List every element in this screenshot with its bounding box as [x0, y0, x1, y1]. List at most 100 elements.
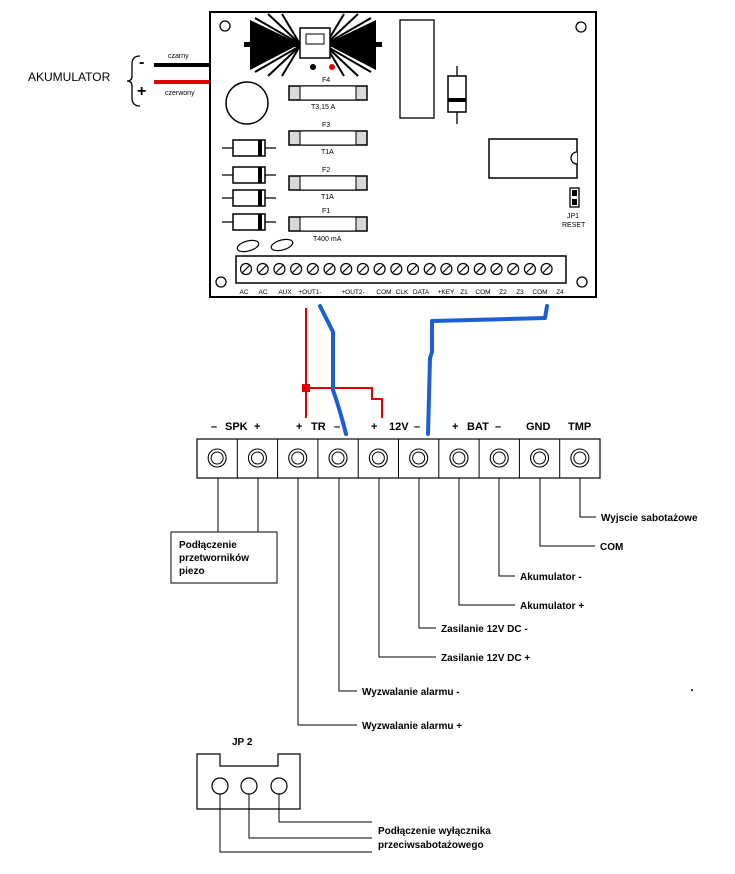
terminal-label: +OUT1-: [298, 289, 321, 296]
terminal-label: +OUT2-: [341, 289, 364, 296]
siren-terminal: [328, 448, 348, 468]
wires: [302, 304, 549, 436]
mounting-hole: [215, 276, 227, 288]
header-spk-plus: +: [254, 421, 260, 433]
diode-icon: [222, 189, 276, 207]
terminal-screw: [239, 262, 253, 276]
terminal-label: Z3: [516, 289, 524, 296]
callout-tamper-output: Wyjscie sabotażowe: [601, 513, 698, 524]
diode-icon: [222, 213, 276, 231]
battery-plus-sign: +: [137, 83, 146, 100]
fuse-f1: F1 T400 mA: [288, 208, 368, 243]
piezo-box-line-3: piezo: [179, 566, 205, 577]
battery-minus-sign: -: [139, 54, 144, 71]
leader-trigger-plus: [297, 478, 357, 726]
terminal-label: COM: [376, 289, 391, 296]
header-spk-minus: –: [211, 421, 217, 433]
fuse-f3: F3 T1A: [288, 122, 368, 156]
header-12v-plus: +: [371, 421, 377, 433]
piezo-box-outline: [170, 531, 278, 584]
terminal-screw: [323, 262, 336, 276]
jp2-leader: [278, 794, 372, 823]
jp2-pin: [270, 777, 288, 795]
siren-terminal: [247, 448, 268, 468]
jp2-pin: [211, 777, 229, 795]
blue-wire-com: [426, 304, 549, 436]
led-icon: [270, 238, 294, 252]
siren-terminal: [368, 448, 388, 468]
terminal-screw: [440, 262, 453, 276]
siren-terminal: [529, 448, 550, 468]
header-tr-minus: –: [334, 421, 340, 433]
fuse-f2: F2 T1A: [288, 167, 368, 201]
terminal-screw: [473, 262, 486, 276]
red-wire: [154, 80, 213, 84]
terminal-label: CLK: [396, 289, 409, 296]
piezo-box-line-2: przetworników: [179, 553, 249, 564]
jumper-jp1-name: JP1: [567, 213, 579, 220]
blue-wire-out1-minus: [318, 304, 348, 436]
siren-terminal: [207, 448, 227, 468]
buzzer-icon: [225, 81, 269, 125]
fuse-f2-rating: T1A: [321, 194, 334, 201]
terminal-label: Z1: [460, 289, 468, 296]
siren-terminal: [288, 448, 308, 468]
callout-com: COM: [600, 542, 623, 553]
header-spk: SPK: [225, 421, 248, 433]
callout-trigger-minus: Wyzwalanie alarmu -: [362, 687, 460, 698]
fuse-f1-rating: T400 mA: [313, 236, 342, 243]
header-bat-minus: –: [495, 421, 501, 433]
terminal-screw: [490, 262, 503, 276]
chip-icon: [488, 138, 578, 179]
header-bat: BAT: [467, 421, 489, 433]
jp2-connector[interactable]: JP 2 Podłączenie wyłącznika przeciwsabot…: [196, 737, 491, 853]
fuse-f3-name: F3: [322, 122, 330, 129]
terminal-screw: [306, 262, 319, 276]
siren-terminal: [409, 448, 429, 468]
leader-com: [539, 478, 595, 547]
callout-battery-minus: Akumulator -: [520, 572, 582, 583]
fuse-f4-rating: T3,15 A: [311, 104, 335, 111]
relay-icon: [399, 19, 435, 119]
siren-terminal: [449, 448, 469, 468]
capacitor-icon: [447, 66, 467, 124]
red-wire-label: czerwony: [165, 90, 195, 97]
siren-terminal: [489, 448, 509, 468]
mounting-hole: [575, 21, 587, 33]
terminal-label: COM: [532, 289, 547, 296]
jp2-caption-line-1: Podłączenie wyłącznika: [378, 826, 491, 837]
header-tr-plus: +: [296, 421, 302, 433]
black-terminal-dot: [310, 64, 316, 70]
terminal-screw: [390, 262, 403, 276]
leader-battery-plus: [458, 478, 515, 606]
header-tr: TR: [311, 421, 326, 433]
terminal-screw: [507, 262, 520, 276]
red-wire-branch: [306, 387, 383, 418]
black-wire: [154, 63, 213, 67]
diode-icon: [222, 166, 276, 184]
red-terminal-dot: [329, 64, 335, 70]
jp2-leader: [248, 794, 372, 839]
callout-battery-plus: Akumulator +: [520, 601, 584, 612]
stray-dot: [691, 689, 693, 691]
terminal-screw: [423, 262, 436, 276]
jp2-caption-line-2: przeciwsabotażowego: [378, 840, 484, 851]
siren-terminal-block: – SPK + + TR – + 12V – + BAT – GND TMP: [196, 421, 601, 479]
fuse-f4: F4 T3,15 A: [288, 77, 368, 111]
terminal-screw: [290, 262, 303, 276]
leader-tamper-output: [579, 478, 596, 518]
terminal-label: AUX: [278, 289, 292, 296]
led-icon: [236, 239, 260, 253]
black-wire-label: czarny: [168, 53, 189, 60]
terminal-screw: [256, 262, 269, 276]
terminal-label: Z4: [556, 289, 564, 296]
heatsink-icon: [244, 13, 382, 77]
battery-label: AKUMULATOR: [28, 70, 111, 84]
jumper-jp1[interactable]: JP1 RESET: [562, 187, 586, 229]
callout-trigger-plus: Wyzwalanie alarmu +: [362, 721, 462, 732]
leader-power-minus: [418, 478, 436, 629]
siren-terminals: [207, 439, 590, 478]
leader-trigger-minus: [338, 478, 357, 692]
